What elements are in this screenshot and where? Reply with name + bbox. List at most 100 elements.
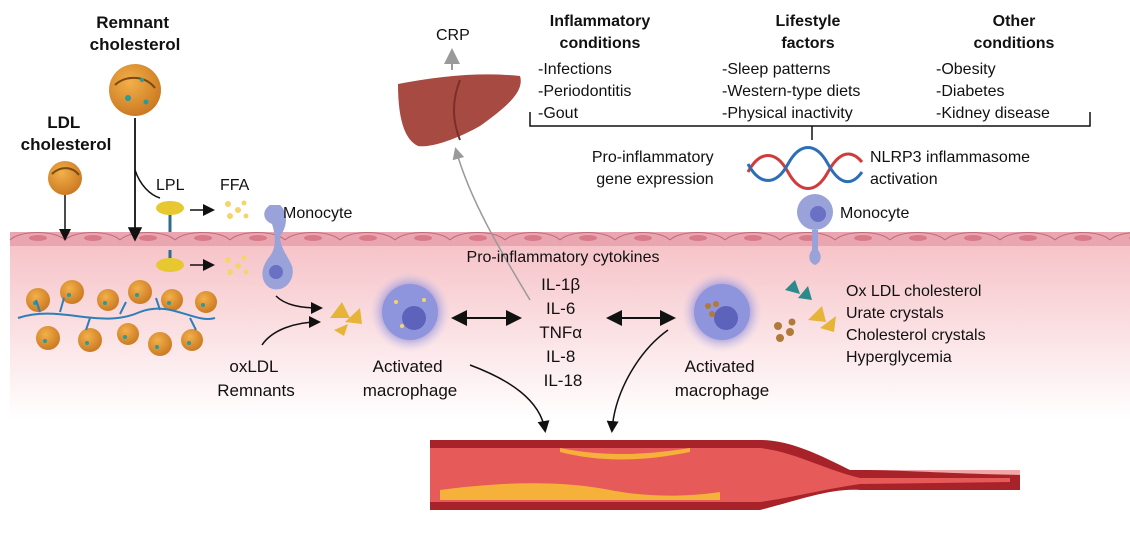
- svg-text:-Infections-Periodontitis-Gout: -Infections-Periodontitis-Gout: [538, 61, 631, 122]
- cytokines-block: Pro-inflammatory cytokines IL-1β IL-6 TN…: [467, 249, 660, 390]
- activated-macrophage-right-label: Activated macrophage: [675, 357, 770, 400]
- lipoprotein-particle: [36, 326, 60, 350]
- endothelial-nucleus: [249, 235, 267, 241]
- endothelial-cell: [1109, 232, 1130, 241]
- lpl-label: LPL: [156, 177, 185, 194]
- lipoprotein-particle: [128, 280, 152, 304]
- endothelial-cell: [339, 232, 396, 241]
- endothelial-nucleus: [634, 235, 652, 241]
- lipoprotein-particle: [97, 289, 119, 311]
- svg-text:-Sleep patterns-Western-type d: -Sleep patterns-Western-type diets-Physi…: [722, 61, 860, 122]
- lipoprotein-dot: [85, 341, 89, 345]
- lipoprotein-particle: [117, 323, 139, 345]
- remnant-cholesterol-label: Remnant cholesterol: [90, 13, 181, 54]
- nlrp3-label: NLRP3 inflammasome activation: [870, 149, 1035, 188]
- artery-vessel: [430, 440, 1020, 510]
- risk-bracket: [529, 112, 1091, 127]
- lipoprotein-particle: [148, 332, 172, 356]
- endothelial-nucleus: [1019, 235, 1037, 241]
- endothelial-nucleus: [1074, 235, 1092, 241]
- monocyte-right-label: Monocyte: [840, 205, 909, 222]
- ldl-particle: [48, 161, 82, 195]
- svg-text:-Obesity-Diabetes-Kidney disea: -Obesity-Diabetes-Kidney disease: [936, 61, 1050, 122]
- oxldl-to-macrophage-arrow: [261, 316, 321, 346]
- endothelial-cell: [449, 232, 506, 241]
- lipoprotein-dot: [43, 339, 47, 343]
- dna-helix-icon: [746, 146, 864, 190]
- endothelial-cell: [779, 232, 836, 241]
- lipoprotein-dot: [135, 293, 139, 297]
- endothelial-nucleus: [854, 235, 872, 241]
- triggers-list: Ox LDL cholesterol Urate crystals Choles…: [846, 283, 990, 366]
- endothelial-cell: [669, 232, 726, 241]
- lipoprotein-dot: [201, 303, 205, 307]
- lipoprotein-particle: [161, 289, 183, 311]
- ldl-cholesterol-label: LDL cholesterol: [21, 113, 112, 154]
- endothelial-cell: [284, 232, 341, 241]
- lipoprotein-particle: [181, 329, 203, 351]
- endothelial-cell: [889, 232, 946, 241]
- crystals-left: [330, 302, 362, 336]
- lipoprotein-dot: [67, 293, 71, 297]
- endothelial-cell: [999, 232, 1056, 241]
- ffa-dots-lower: [225, 255, 249, 275]
- endothelium-layer: [10, 232, 1130, 246]
- monocyte-left-label: Monocyte: [283, 205, 352, 222]
- left-to-artery-arrow: [469, 364, 550, 433]
- lipoprotein-dot: [155, 345, 159, 349]
- endothelial-nucleus: [414, 235, 432, 241]
- endothelial-cell: [559, 232, 616, 241]
- endothelial-nucleus: [524, 235, 542, 241]
- endothelial-cell: [504, 232, 561, 241]
- endothelial-cell: [394, 232, 451, 241]
- endothelial-cell: [1054, 232, 1111, 241]
- endothelial-cell: [229, 232, 286, 241]
- lpl-enzyme-lower: [156, 250, 184, 272]
- activated-macrophage-left-label: Activated macrophage: [363, 357, 458, 400]
- oxldl-label: oxLDL Remnants: [217, 357, 294, 400]
- endothelial-nucleus: [139, 235, 157, 241]
- endothelial-nucleus: [469, 235, 487, 241]
- macrophage-left: [370, 272, 450, 352]
- lipoprotein-particle: [195, 291, 217, 313]
- remnant-cholesterol-particle: [109, 64, 161, 116]
- cytokines-to-liver-arrow: [452, 147, 531, 301]
- macrophage-right: [682, 272, 762, 352]
- endothelial-nucleus: [194, 235, 212, 241]
- endothelial-cell: [174, 232, 231, 241]
- crystals-right: [774, 280, 836, 342]
- lipoprotein-dot: [187, 341, 191, 345]
- endothelial-nucleus: [744, 235, 762, 241]
- endothelial-nucleus: [689, 235, 707, 241]
- ffa-dots-upper: [225, 200, 249, 219]
- lipoprotein-particle: [78, 328, 102, 352]
- lipoprotein-dot: [167, 301, 171, 305]
- svg-text:IL-1β IL-6 TNFα: IL-1β IL-6 TNFα IL-8 IL-18: [539, 275, 587, 390]
- endothelial-nucleus: [29, 235, 47, 241]
- endothelial-cell: [119, 232, 176, 241]
- endothelial-cell: [614, 232, 671, 241]
- endothelial-cell: [834, 232, 891, 241]
- lipoprotein-dot: [123, 335, 127, 339]
- crp-label: CRP: [436, 27, 470, 44]
- endothelial-nucleus: [304, 235, 322, 241]
- lipoprotein-particle: [60, 280, 84, 304]
- endothelial-cell: [724, 232, 781, 241]
- endothelial-nucleus: [964, 235, 982, 241]
- endothelium: [9, 232, 1130, 246]
- endothelial-nucleus: [909, 235, 927, 241]
- lpl-enzyme-upper: [156, 201, 184, 232]
- lipoprotein-dot: [103, 301, 107, 305]
- right-to-artery-arrow: [606, 329, 669, 433]
- lipoprotein-particle: [26, 288, 50, 312]
- gene-expression-label: Pro-inflammatory gene expression: [592, 149, 718, 188]
- endothelial-nucleus: [84, 235, 102, 241]
- endothelial-nucleus: [359, 235, 377, 241]
- endothelial-nucleus: [579, 235, 597, 241]
- lipoprotein-cluster: [26, 280, 217, 356]
